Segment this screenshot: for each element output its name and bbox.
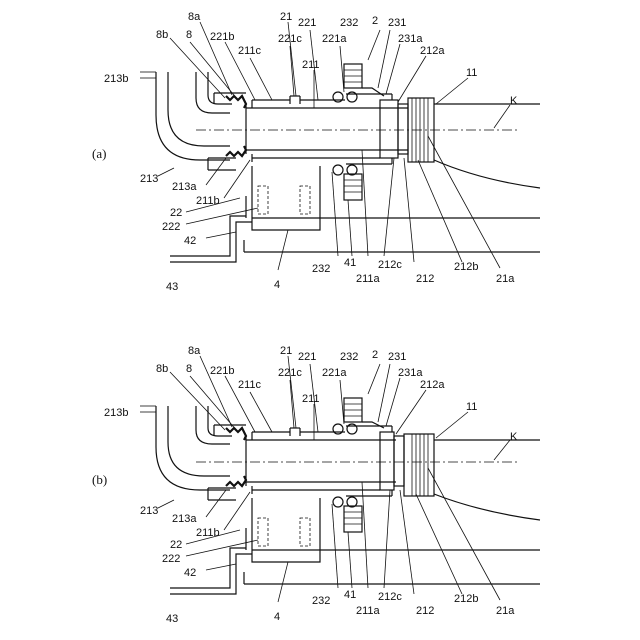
panel-label: (a): [92, 146, 106, 161]
label-21: 21: [280, 11, 292, 23]
label-11: 11: [466, 401, 477, 413]
label-4: 4: [274, 611, 280, 623]
part-labels: 8a 8b 8 221b 211c 21 221 221c 211 232 22…: [104, 345, 518, 625]
label-211c: 211c: [238, 379, 262, 391]
bracket-22: [246, 166, 320, 230]
label-43: 43: [166, 281, 178, 293]
label-212c: 212c: [378, 259, 402, 271]
part-labels: 8a 8b 8 221b 211c 21 221 221c 211 232 22…: [104, 11, 518, 293]
nipple-11: [408, 98, 540, 188]
label-21: 21: [280, 345, 292, 357]
label-212a: 212a: [420, 45, 445, 57]
label-213: 213: [140, 173, 158, 185]
label-41: 41: [344, 257, 356, 269]
label-212a: 212a: [420, 379, 445, 391]
seal-8: [214, 425, 246, 486]
label-211b: 211b: [196, 195, 220, 207]
label-232-top: 232: [340, 17, 358, 29]
label-231: 231: [388, 17, 406, 29]
label-221a: 221a: [322, 367, 347, 379]
label-212: 212: [416, 273, 434, 285]
label-22: 22: [170, 207, 182, 219]
elbow-pipe-213: [140, 406, 236, 500]
label-8b: 8b: [156, 363, 168, 375]
label-K: K: [510, 95, 518, 107]
label-231a: 231a: [398, 33, 423, 45]
label-4: 4: [274, 279, 280, 291]
label-42: 42: [184, 235, 196, 247]
label-8a: 8a: [188, 345, 201, 357]
label-221: 221: [298, 351, 316, 363]
label-212b: 212b: [454, 261, 478, 273]
leader-lines: [140, 356, 510, 602]
label-221c: 221c: [278, 33, 302, 45]
flange-212: [346, 94, 408, 164]
label-22: 22: [170, 539, 182, 551]
label-211c: 211c: [238, 45, 262, 57]
label-213b: 213b: [104, 73, 128, 85]
pipe-body-211: [246, 428, 396, 494]
label-2: 2: [372, 349, 378, 361]
label-8: 8: [186, 29, 192, 41]
label-222: 222: [162, 553, 180, 565]
panel-a: (a): [92, 11, 540, 293]
bolt-232-top: [333, 64, 384, 102]
nipple-11: [404, 434, 540, 520]
elbow-pipe-213: [140, 72, 236, 170]
bolt-232-bottom: [333, 165, 362, 200]
label-221a: 221a: [322, 33, 347, 45]
label-213: 213: [140, 505, 158, 517]
label-11: 11: [466, 67, 477, 79]
label-212b: 212b: [454, 593, 478, 605]
label-2: 2: [372, 15, 378, 27]
label-221: 221: [298, 17, 316, 29]
label-211a: 211a: [356, 273, 381, 285]
bolt-232-top: [333, 398, 384, 434]
label-221c: 221c: [278, 367, 302, 379]
label-213a: 213a: [172, 181, 197, 193]
label-211: 211: [302, 393, 320, 405]
label-232-bottom: 232: [312, 263, 330, 275]
label-211: 211: [302, 59, 320, 71]
panel-b: (b): [92, 345, 540, 625]
label-42: 42: [184, 567, 196, 579]
label-232-bottom: 232: [312, 595, 330, 607]
label-212: 212: [416, 605, 434, 617]
bracket-22: [246, 498, 320, 562]
label-21a: 21a: [496, 605, 515, 617]
label-222: 222: [162, 221, 180, 233]
label-43: 43: [166, 613, 178, 625]
label-221b: 221b: [210, 31, 234, 43]
label-213a: 213a: [172, 513, 197, 525]
flange-212: [346, 426, 404, 496]
label-231a: 231a: [398, 367, 423, 379]
label-211a: 211a: [356, 605, 381, 617]
label-8a: 8a: [188, 11, 201, 23]
label-8b: 8b: [156, 29, 168, 41]
panel-label: (b): [92, 472, 107, 487]
label-K: K: [510, 431, 518, 443]
label-212c: 212c: [378, 591, 402, 603]
label-231: 231: [388, 351, 406, 363]
label-221b: 221b: [210, 365, 234, 377]
pipe-body-211: [246, 96, 408, 162]
label-41: 41: [344, 589, 356, 601]
bolt-232-bottom: [333, 497, 362, 532]
label-213b: 213b: [104, 407, 128, 419]
label-21a: 21a: [496, 273, 515, 285]
label-211b: 211b: [196, 527, 220, 539]
label-232-top: 232: [340, 351, 358, 363]
label-8: 8: [186, 363, 192, 375]
